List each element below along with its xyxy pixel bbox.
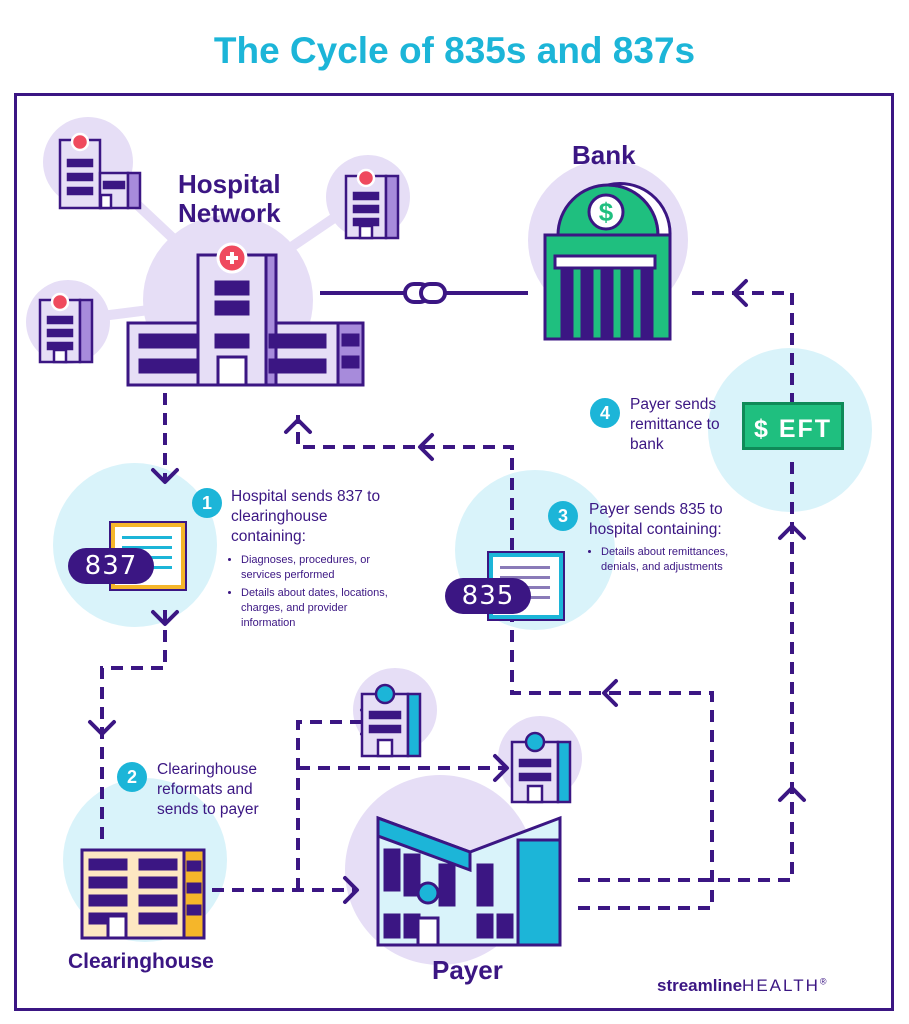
step2-number: 2 <box>117 762 147 792</box>
hospital-cross-icon <box>226 252 238 264</box>
arrowhead-left-hospital <box>418 433 434 461</box>
step1-bullets: Diagnoses, procedures, or services perfo… <box>231 553 391 634</box>
step3-bullet-1: Details about remittances, denials, and … <box>601 545 751 575</box>
payer-office-icon-2 <box>510 731 572 804</box>
eft-badge: $ EFT <box>742 402 844 450</box>
arrowhead-up-hospital <box>284 418 312 434</box>
arrowhead-down-1 <box>151 468 179 484</box>
step1-text: Hospital sends 837 to clearinghouse cont… <box>231 488 381 545</box>
step1-bullet-2: Details about dates, locations, charges,… <box>241 586 391 631</box>
small-hospital-icon-1 <box>58 132 142 210</box>
step1-number: 1 <box>192 488 222 518</box>
bank-icon <box>543 182 672 341</box>
clearinghouse-building-icon <box>80 848 206 940</box>
logo-light: HEALTH <box>742 976 820 995</box>
step4-text: Payer sends remittance to bank <box>630 396 720 453</box>
step4-number: 4 <box>590 398 620 428</box>
payer-label: Payer <box>432 955 503 985</box>
logo-mark: ® <box>819 976 827 987</box>
streamline-health-logo: streamlineHEALTH® <box>657 976 827 996</box>
page-title: The Cycle of 835s and 837s <box>213 30 696 71</box>
badge-837: 837 <box>68 548 154 584</box>
clearinghouse-label: Clearinghouse <box>68 950 214 973</box>
flow-835-to-hospital <box>296 415 514 550</box>
step2-text: Clearinghouse reformats and sends to pay… <box>157 761 259 818</box>
arrowhead-left-835 <box>602 679 618 707</box>
arrowhead-left-bank <box>732 279 748 307</box>
flow-payer-to-835 <box>510 612 714 910</box>
arrowhead-down-2 <box>151 610 179 626</box>
bank-dollar-icon: $ <box>599 197 614 227</box>
flow-eft-to-bank <box>690 291 794 405</box>
flow-payer-to-eft <box>578 460 794 882</box>
step3-bullets: Details about remittances, denials, and … <box>591 545 751 578</box>
step3-text: Payer sends 835 to hospital containing: <box>589 501 723 538</box>
eft-label: EFT <box>778 415 833 443</box>
bank-label: Bank <box>572 140 636 170</box>
hospital-network-label: Hospital Network <box>178 169 281 228</box>
main-hospital-icon <box>126 242 365 387</box>
badge-835: 835 <box>445 578 531 614</box>
arrowhead-down-3 <box>88 720 116 736</box>
arrowhead-right-office-2 <box>493 754 509 782</box>
arrowhead-right-payer <box>343 876 359 904</box>
eft-dollar-icon: $ <box>753 415 770 443</box>
logo-bold: streamline <box>657 976 743 995</box>
payer-office-icon-1 <box>360 683 422 758</box>
step1-bullet-1: Diagnoses, procedures, or services perfo… <box>241 553 391 583</box>
flow-to-payer-office-1 <box>296 720 372 890</box>
flow-837-to-clearinghouse <box>100 610 167 840</box>
arrowhead-up-eft-2 <box>778 524 806 540</box>
small-hospital-icon-2 <box>344 168 400 240</box>
small-hospital-icon-3 <box>38 292 94 364</box>
arrowhead-up-eft-1 <box>778 786 806 802</box>
chain-icon <box>403 282 447 304</box>
step3-number: 3 <box>548 501 578 531</box>
payer-building-icon <box>376 815 562 947</box>
